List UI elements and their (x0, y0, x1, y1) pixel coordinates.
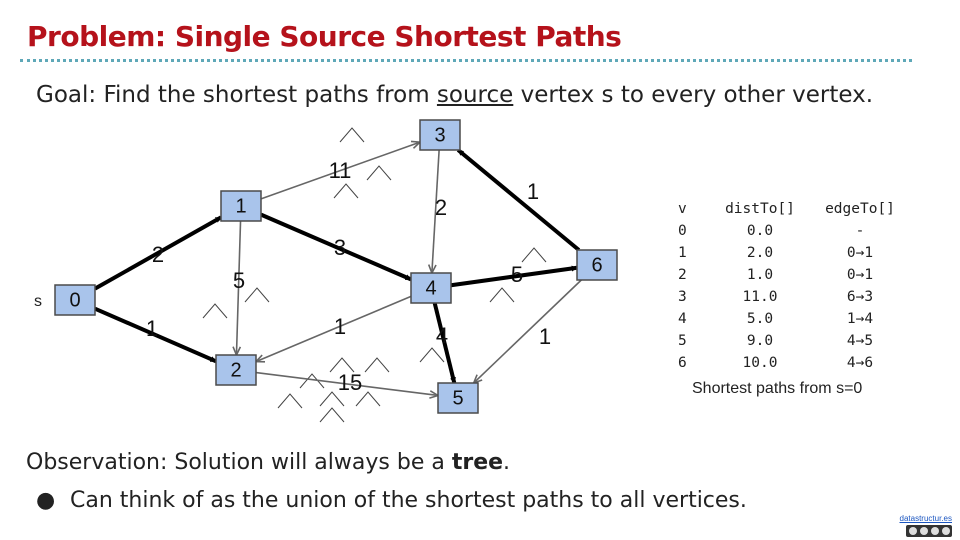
edge-0-1 (94, 215, 222, 291)
cell-distto: 10.0 (742, 355, 778, 371)
table-row: 4 5.0 1→4 (678, 308, 912, 330)
edge-weight-label: 5 (233, 268, 245, 293)
header-edgeto: edgeTo[] (825, 201, 895, 217)
cell-distto: 0.0 (746, 223, 774, 239)
vertex-label: 2 (230, 359, 241, 381)
edge-weight-label: 1 (539, 324, 551, 349)
edge-2-5 (255, 371, 439, 397)
vertex-label: 4 (425, 277, 436, 299)
table-row: 3 11.0 6→3 (678, 286, 912, 308)
observation-after: . (503, 450, 511, 475)
edge-weight-label: 2 (152, 242, 164, 267)
shortest-path-table: v distTo[] edgeTo[] 0 0.0 - 1 2.0 0→1 2 1.0 0→… (678, 198, 912, 374)
bullet-item: ● Can think of as the union of the shorte… (36, 488, 747, 513)
table-caption: Shortest paths from s=0 (692, 380, 863, 397)
cell-v: 6 (678, 355, 687, 371)
edge-weight-label: 4 (436, 323, 448, 348)
table-row: 1 2.0 0→1 (678, 242, 912, 264)
vertex-box (576, 249, 618, 281)
goal-underlined: source (436, 82, 514, 108)
observation-before: Observation: Solution will always be a (26, 450, 452, 475)
edge-4-2 (255, 295, 412, 363)
vertex-4: 4 (410, 272, 452, 304)
edge-weight-label: 3 (334, 235, 346, 260)
edge-1-4 (260, 212, 412, 282)
header-distto: distTo[] (725, 201, 795, 217)
cc-license-icon (906, 525, 952, 537)
edge-1-3 (260, 141, 421, 200)
edge-weight-label: 1 (527, 179, 539, 204)
cell-v: 0 (678, 223, 687, 239)
edge-weight-label: 1 (146, 316, 158, 341)
table-row: 6 10.0 4→6 (678, 352, 912, 374)
cell-edgeto: - (855, 223, 865, 239)
cell-v: 3 (678, 289, 687, 305)
title-divider (20, 59, 912, 62)
vertex-box (215, 354, 257, 386)
goal-text: Goal: Find the shortest paths from sourc… (36, 82, 873, 108)
slide-title: Problem: Single Source Shortest Paths (27, 20, 622, 53)
cell-v: 1 (678, 245, 687, 261)
bullet-text: Can think of as the union of the shortes… (70, 488, 747, 513)
vertex-box (410, 272, 452, 304)
vertex-box (54, 284, 96, 316)
vertex-label: 1 (235, 195, 246, 217)
edge-weight-label: 1 (334, 314, 346, 339)
vertex-label: 0 (69, 289, 80, 311)
edge-3-4 (431, 149, 440, 274)
bullet-icon: ● (36, 488, 56, 513)
edge-1-2 (235, 220, 242, 356)
cell-edgeto: 4→5 (846, 333, 874, 349)
cell-edgeto: 0→1 (846, 267, 874, 283)
goal-after: vertex s to every other vertex. (513, 82, 874, 108)
edge-weight-label: 5 (511, 262, 523, 287)
edge-6-5 (473, 279, 582, 384)
vertex-box (437, 382, 479, 414)
cell-edgeto: 4→6 (846, 355, 874, 371)
observation-text: Observation: Solution will always be a t… (26, 450, 510, 475)
table-row: 5 9.0 4→5 (678, 330, 912, 352)
cell-edgeto: 0→1 (846, 245, 874, 261)
vertex-2: 2 (215, 354, 257, 386)
vertex-6: 6 (576, 249, 618, 281)
vertex-box (220, 190, 262, 222)
cell-distto: 1.0 (746, 267, 774, 283)
observation-bold: tree (451, 450, 504, 475)
nodes-layer: 0 1 2 3 4 5 6 (54, 119, 618, 414)
vertex-box (419, 119, 461, 151)
vertex-3: 3 (419, 119, 461, 151)
decorative-hat-marks (202, 127, 547, 423)
edge-weight-label: 15 (338, 370, 362, 395)
edge-0-2 (94, 306, 217, 364)
cell-distto: 9.0 (746, 333, 774, 349)
vertex-label: 3 (434, 124, 445, 146)
vertex-label: 6 (591, 254, 602, 276)
cell-edgeto: 1→4 (846, 311, 874, 327)
table-row: 2 1.0 0→1 (678, 264, 912, 286)
edge-weight-label: 2 (435, 195, 447, 220)
cell-distto: 5.0 (746, 311, 774, 327)
vertex-0: 0 (54, 284, 96, 316)
edge-weight-label: 11 (329, 158, 352, 183)
vertex-1: 1 (220, 190, 262, 222)
goal-before: Goal: Find the shortest paths from (36, 82, 437, 108)
table-header: v distTo[] edgeTo[] (678, 198, 912, 220)
cell-v: 5 (678, 333, 687, 349)
header-v: v (678, 201, 687, 217)
cell-v: 2 (678, 267, 687, 283)
cell-edgeto: 6→3 (846, 289, 874, 305)
cell-v: 4 (678, 311, 687, 327)
cell-distto: 11.0 (742, 289, 778, 305)
vertex-label: 5 (452, 387, 463, 409)
table-row: 0 0.0 - (678, 220, 912, 242)
footer-link[interactable]: datastructur.es (899, 514, 952, 523)
vertex-5: 5 (437, 382, 479, 414)
edge-4-5 (432, 302, 457, 384)
source-label: s (34, 293, 42, 310)
edge-6-3 (456, 148, 581, 252)
edge-4-6 (450, 265, 578, 288)
cell-distto: 2.0 (746, 245, 774, 261)
